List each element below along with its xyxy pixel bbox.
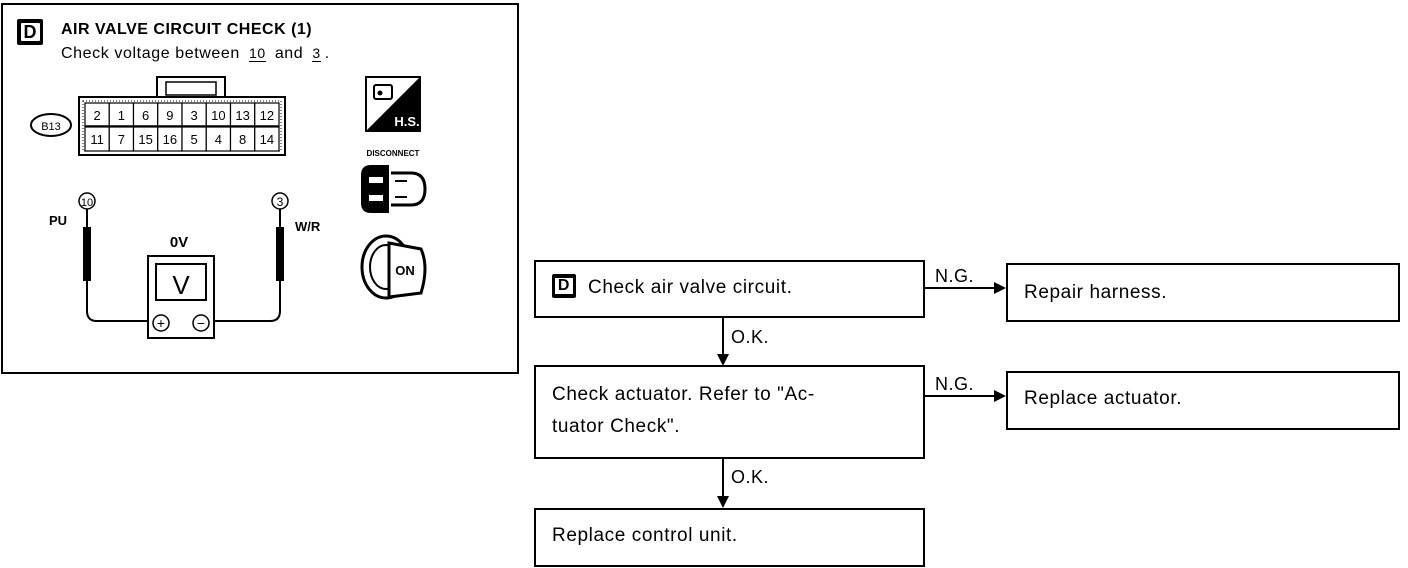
connector-pin-number: 6 [142, 108, 149, 123]
step-d-badge: D [17, 19, 43, 45]
connector-pin-cell [254, 126, 280, 152]
connector-latch-slot [165, 81, 217, 96]
flow-step3-box: Replace control unit. [534, 508, 925, 567]
connector-pin-cell [229, 126, 256, 152]
meter-plus-terminal [152, 314, 170, 332]
flow-step2-box: Check actuator. Refer to "Ac- tuator Che… [534, 365, 925, 459]
voltmeter-symbol: V [172, 270, 190, 300]
panel-title: AIR VALVE CIRCUIT CHECK (1) [61, 21, 313, 38]
connector-pin-number: 1 [118, 108, 125, 123]
meter-minus-terminal [192, 314, 210, 332]
connector-pin-number: 16 [163, 132, 177, 147]
instruction-prefix: Check voltage between [61, 45, 240, 62]
connector-id-label: B13 [41, 121, 61, 133]
connector-pin-cell [254, 102, 280, 128]
flow-step2-line1: Check actuator. Refer to "Ac- [552, 384, 815, 405]
connector-pin-cell [132, 126, 159, 152]
wire-right [213, 281, 281, 322]
connector-pin-number: 8 [239, 132, 246, 147]
probe-left-body [83, 227, 91, 281]
connector-pin-number: 11 [90, 132, 104, 147]
flow-step2-line2: tuator Check". [552, 416, 681, 437]
connector-bottom-row: 11 7 15 16 5 4 8 14 [84, 126, 280, 152]
flow-step3-text: Replace control unit. [552, 525, 738, 546]
meter-minus-label: − [197, 315, 205, 331]
instruction-pin-a: 10 [248, 45, 266, 62]
meter-reading: 0V [170, 234, 188, 251]
hs-icon: H.S. [365, 76, 421, 132]
flow-replace-actuator-text: Replace actuator. [1024, 388, 1183, 409]
probe-left-wire-color: PU [49, 213, 67, 228]
instruction-suffix: . [324, 45, 330, 62]
panel-instruction: Check voltage between 10 and 3. [61, 45, 330, 63]
connector-pin-number: 12 [260, 108, 274, 123]
connector-pin-number: 9 [166, 108, 173, 123]
arrow-step2-ng-head [994, 390, 1006, 402]
connector-pin-number: 5 [191, 132, 198, 147]
connector-pin-cell [84, 126, 110, 152]
connector-id-oval [30, 113, 72, 137]
probe-right-pin-label: 3 [277, 195, 284, 209]
connector-pin-number: 15 [138, 132, 152, 147]
probe-left-pin-label: 10 [81, 197, 93, 209]
flow-repair-harness-text: Repair harness. [1024, 282, 1168, 303]
arrow-step2-ok-head [717, 496, 729, 508]
connector-pin-cell [205, 102, 232, 128]
flow-repair-harness-box: Repair harness. [1006, 263, 1400, 322]
connector-pin-cell [108, 126, 135, 152]
check-panel: D AIR VALVE CIRCUIT CHECK (1) Check volt… [1, 3, 519, 374]
probe-right-body [276, 227, 284, 281]
flow-step1-ok-label: O.K. [731, 327, 770, 347]
flow-replace-actuator-box: Replace actuator. [1006, 371, 1400, 430]
probe-right-wire-color: W/R [295, 219, 321, 234]
flow-step1-ng-label: N.G. [935, 266, 975, 286]
ignition-on-icon: ON [360, 234, 427, 300]
connector-pin-number: 14 [260, 132, 274, 147]
connector-pin-cell [205, 126, 232, 152]
meter-plus-label: + [157, 315, 165, 331]
disconnect-icon: DISCONNECT [361, 149, 427, 213]
arrow-step1-ok-head [717, 354, 729, 366]
instruction-and: and [274, 45, 304, 62]
connector-pin-number: 2 [94, 108, 101, 123]
hs-icon-label: H.S. [394, 114, 419, 129]
flow-step1-text: Check air valve circuit. [588, 277, 793, 298]
ignition-on-label: ON [395, 263, 415, 278]
connector-pin-number: 10 [211, 108, 225, 123]
disconnect-icon-label: DISCONNECT [367, 149, 420, 158]
wire-left [86, 281, 151, 322]
arrow-step1-ng-head [994, 282, 1006, 294]
connector-pin-number: 3 [191, 108, 198, 123]
connector-pin-number: 7 [118, 132, 125, 147]
voltmeter-display [155, 263, 207, 301]
flow-step2-ok-label: O.K. [731, 467, 770, 487]
flow-step2-ng-label: N.G. [935, 374, 975, 394]
connector-inner-frame [82, 100, 282, 152]
instruction-pin-b: 3 [312, 45, 321, 62]
connector-pin-number: 4 [215, 132, 222, 147]
flow-step1-box: D Check air valve circuit. [534, 260, 925, 318]
flow-step1-badge: D [552, 273, 576, 298]
connector-pin-number: 13 [235, 108, 249, 123]
